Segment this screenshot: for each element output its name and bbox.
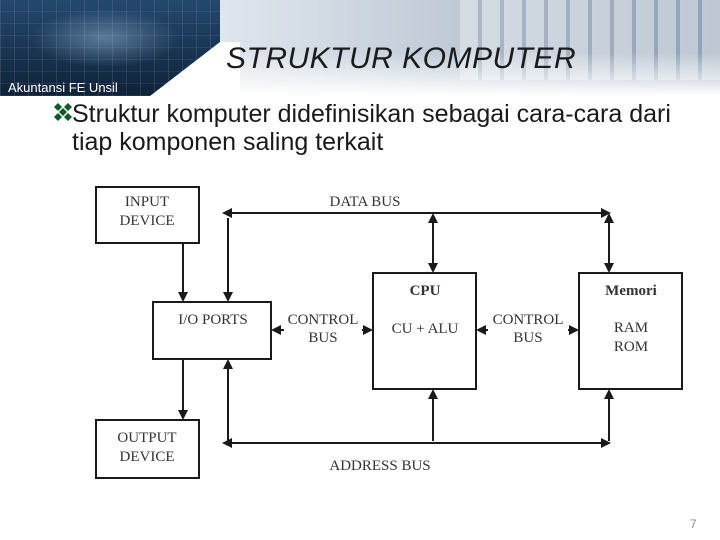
bullet-item: Struktur komputer didefinisikan sebagai … bbox=[52, 100, 672, 156]
cpu-body-label: CU + ALU bbox=[392, 321, 459, 337]
slide-title: STRUKTUR KOMPUTER bbox=[226, 42, 577, 75]
header-banner-image bbox=[160, 0, 720, 96]
control-bus-right-label-1: CONTROL bbox=[493, 312, 564, 328]
memory-rom-label: ROM bbox=[614, 339, 648, 355]
control-bus-right-label-2: BUS bbox=[513, 330, 542, 346]
output-device-label-2: DEVICE bbox=[120, 449, 175, 465]
io-ports-label: I/O PORTS bbox=[178, 312, 248, 328]
cpu-title: CPU bbox=[410, 283, 441, 299]
input-device-box bbox=[95, 186, 200, 244]
bullet-text: Struktur komputer didefinisikan sebagai … bbox=[72, 100, 671, 156]
memory-box bbox=[578, 272, 683, 390]
control-bus-left-label-2: BUS bbox=[308, 330, 337, 346]
header-band bbox=[0, 0, 720, 96]
header-building-image bbox=[0, 0, 220, 96]
address-bus-label: ADDRESS BUS bbox=[329, 458, 430, 474]
input-device-label-2: DEVICE bbox=[120, 213, 175, 229]
control-bus-left-label-1: CONTROL bbox=[288, 312, 359, 328]
org-label: Akuntansi FE Unsil bbox=[8, 80, 118, 95]
header-diagonal-shape bbox=[150, 42, 240, 96]
input-device-label-1: INPUT bbox=[125, 194, 169, 210]
diamond-bullet-icon bbox=[54, 103, 72, 121]
memory-title: Memori bbox=[605, 283, 657, 299]
page-number: 7 bbox=[690, 517, 697, 531]
data-bus-label: DATA BUS bbox=[330, 194, 401, 210]
output-device-label-1: OUTPUT bbox=[117, 430, 176, 446]
output-device-box bbox=[95, 419, 200, 479]
memory-ram-label: RAM bbox=[614, 320, 648, 336]
io-ports-box bbox=[152, 301, 272, 360]
